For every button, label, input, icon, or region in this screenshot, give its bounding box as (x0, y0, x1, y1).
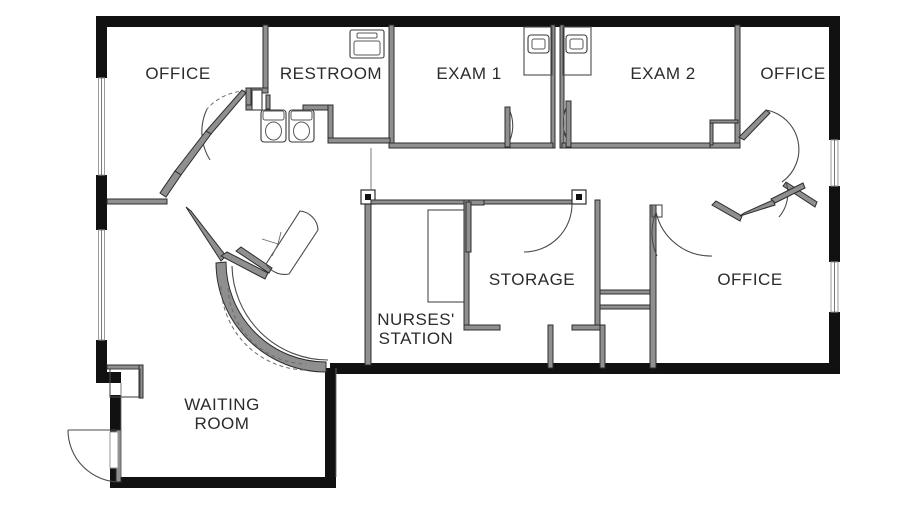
room-label-storage: STORAGE (462, 270, 602, 289)
interior-walls-top-row (245, 24, 741, 149)
exam2-sink (562, 26, 592, 76)
door-exam-2 (562, 100, 572, 148)
room-label-line: STORAGE (488, 270, 576, 289)
reception-curved-wall (215, 261, 329, 373)
reception-counter (261, 210, 319, 275)
room-label-nurses-station: NURSES' STATION (356, 310, 476, 348)
room-label-line: OFFICE (717, 270, 783, 289)
angled-corridor-walls (106, 130, 806, 280)
window-left-lower (98, 229, 105, 341)
restroom-toilet-right (288, 109, 315, 143)
door-office-bottom-right (651, 211, 713, 257)
room-label-office-top-left: OFFICE (118, 64, 238, 83)
room-label-line: EXAM 1 (436, 64, 502, 83)
room-label-line: RESTROOM (279, 64, 383, 83)
exterior-walls (96, 16, 840, 488)
exterior-windows (98, 77, 839, 341)
room-label-exam-2: EXAM 2 (603, 64, 723, 83)
door-exam-1 (504, 106, 514, 148)
room-label-line: OFFICE (760, 64, 826, 83)
room-label-office-top-right: OFFICE (733, 64, 853, 83)
detail-lines (120, 148, 372, 477)
restroom-fixtures (251, 29, 385, 143)
exam1-sink (523, 26, 553, 76)
room-label-waiting-room: WAITING ROOM (162, 395, 282, 433)
room-label-line: OFFICE (145, 64, 211, 83)
room-label-line: ROOM (194, 414, 250, 434)
vestibule-box (106, 364, 144, 399)
room-label-line: STATION (378, 329, 454, 349)
room-label-restroom: RESTROOM (261, 64, 401, 83)
window-right-lower (830, 261, 839, 313)
restroom-toilet-left (260, 109, 287, 143)
column-storage-right (571, 189, 587, 205)
door-office-top-right (738, 109, 800, 183)
door-storage (465, 201, 573, 253)
room-label-exam-1: EXAM 1 (409, 64, 529, 83)
window-right-upper (830, 139, 839, 187)
doors-lower-row (465, 201, 713, 257)
room-label-line: NURSES' (377, 310, 455, 329)
restroom-sink (349, 29, 385, 59)
room-label-line: WAITING (184, 395, 260, 414)
exam-room-fixtures (523, 26, 592, 76)
window-left-upper (98, 77, 105, 176)
room-label-line: EXAM 2 (630, 64, 696, 83)
door-office-top-left (201, 89, 247, 161)
doors-top-row (201, 89, 818, 218)
room-label-office-bottom-right: OFFICE (690, 270, 810, 289)
